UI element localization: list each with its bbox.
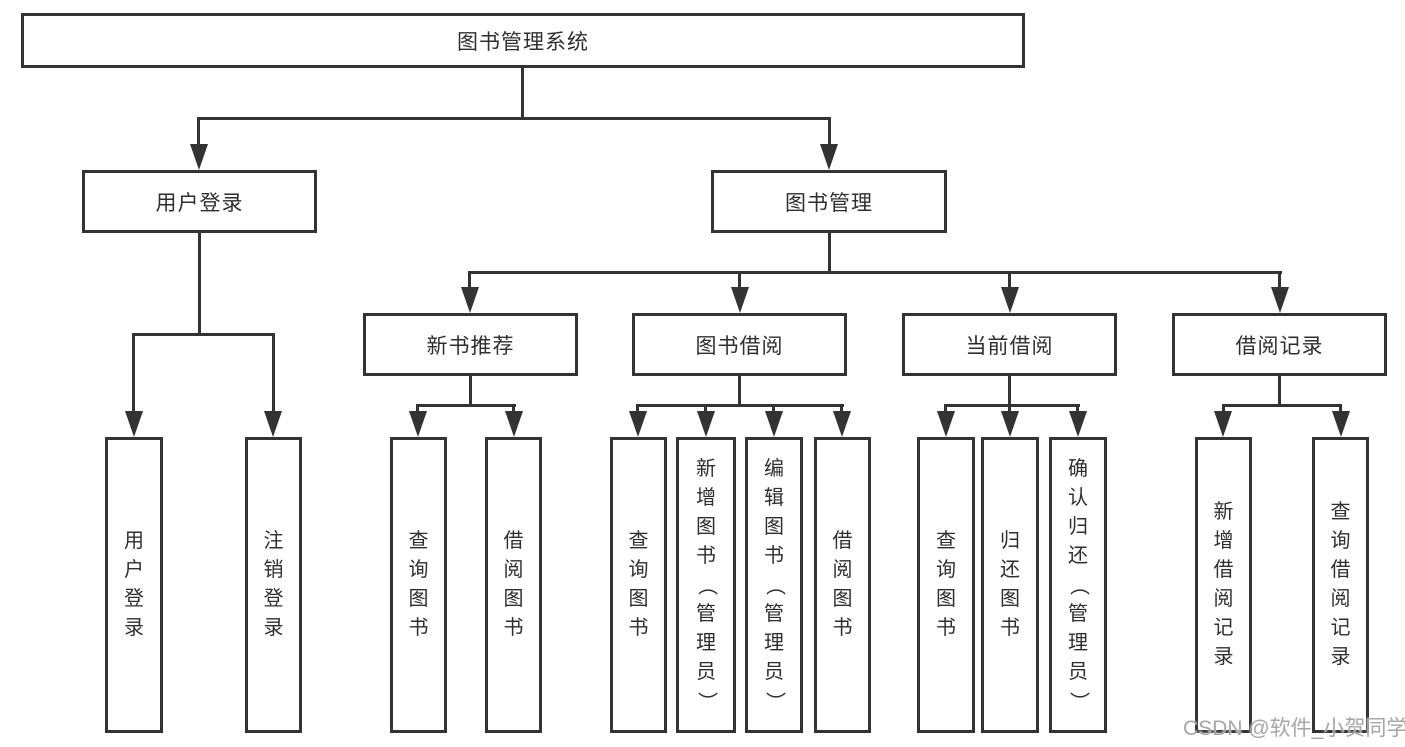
connector-line [1008, 271, 1011, 292]
leaf-query-books-recommend: 查询图书 [390, 437, 447, 733]
connector-line [197, 117, 200, 150]
connector-line [944, 404, 1080, 407]
connector-line [468, 271, 471, 292]
leaf-return-books-label: 归还图书 [1000, 530, 1020, 639]
connector-line [840, 404, 843, 416]
leaf-confirm-return-admin-label: 确认归还（管理员） [1067, 457, 1090, 712]
arrow-down-icon [697, 411, 715, 437]
leaf-confirm-return-admin: 确认归还（管理员） [1049, 437, 1107, 733]
connector-line [416, 404, 516, 407]
arrow-down-icon [1001, 287, 1019, 313]
arrow-down-icon [1069, 411, 1087, 437]
leaf-borrow-books-recommend-label: 借阅图书 [503, 530, 524, 639]
connector-line [468, 271, 1282, 274]
arrow-down-icon [629, 411, 647, 437]
leaf-user-login-label: 用户登录 [124, 530, 144, 639]
connector-line [272, 333, 275, 415]
node-new-book-recommend-label: 新书推荐 [426, 334, 515, 358]
arrow-down-icon [820, 144, 838, 170]
leaf-query-books-label: 查询图书 [628, 530, 649, 639]
connector-line [1278, 271, 1281, 292]
arrow-down-icon [937, 411, 955, 437]
connector-line [772, 404, 775, 416]
connector-line [469, 376, 472, 406]
leaf-return-books: 归还图书 [981, 437, 1039, 733]
connector-line [1222, 404, 1225, 416]
connector-line [197, 117, 831, 120]
connector-line [521, 68, 524, 120]
connector-line [1008, 376, 1011, 406]
arrow-down-icon [765, 411, 783, 437]
leaf-edit-books-admin-label: 编辑图书（管理员） [763, 457, 786, 712]
connector-line [416, 404, 419, 416]
connector-line [738, 271, 741, 292]
csdn-watermark: CSDN @软件_小贺同学 [1183, 717, 1405, 740]
arrow-down-icon [505, 411, 523, 437]
arrow-down-icon [409, 411, 427, 437]
node-book-management-label: 图书管理 [785, 191, 873, 215]
connector-line [1076, 404, 1079, 416]
leaf-query-books-recommend-label: 查询图书 [408, 530, 429, 639]
arrow-down-icon [1271, 287, 1289, 313]
node-user-login-label: 用户登录 [155, 191, 244, 215]
leaf-query-books-current: 查询图书 [917, 437, 975, 733]
connector-line [1278, 376, 1281, 406]
leaf-query-borrow-record-label: 查询借阅记录 [1330, 501, 1351, 668]
connector-line [132, 333, 135, 415]
connector-line [944, 404, 947, 416]
arrow-down-icon [264, 411, 282, 437]
arrow-down-icon [190, 144, 208, 170]
connector-line [704, 404, 707, 416]
arrow-down-icon [1332, 411, 1350, 437]
connector-line [1339, 404, 1342, 416]
node-user-login: 用户登录 [82, 170, 317, 233]
leaf-borrow-books: 借阅图书 [814, 437, 871, 733]
leaf-add-borrow-record-label: 新增借阅记录 [1213, 501, 1234, 668]
connector-line [512, 404, 515, 416]
leaf-logout: 注销登录 [245, 437, 302, 733]
arrow-down-icon [833, 411, 851, 437]
connector-line [636, 404, 639, 416]
leaf-borrow-books-recommend: 借阅图书 [485, 437, 542, 733]
node-book-management: 图书管理 [711, 170, 947, 233]
connector-line [828, 233, 831, 274]
node-borrow-records-label: 借阅记录 [1235, 334, 1324, 358]
leaf-borrow-books-label: 借阅图书 [832, 530, 853, 639]
leaf-add-books-admin-label: 新增图书（管理员） [695, 457, 718, 712]
leaf-logout-label: 注销登录 [263, 530, 284, 639]
connector-line [198, 233, 201, 335]
connector-line [1008, 404, 1011, 416]
connector-line [636, 404, 844, 407]
node-current-borrow: 当前借阅 [902, 313, 1117, 376]
node-book-borrow-label: 图书借阅 [695, 334, 784, 358]
leaf-query-books: 查询图书 [610, 437, 667, 733]
node-borrow-records: 借阅记录 [1172, 313, 1387, 376]
node-new-book-recommend: 新书推荐 [363, 313, 578, 376]
node-root-label: 图书管理系统 [457, 30, 589, 54]
leaf-edit-books-admin: 编辑图书（管理员） [745, 437, 803, 733]
leaf-add-borrow-record: 新增借阅记录 [1195, 437, 1252, 733]
node-book-borrow: 图书借阅 [632, 313, 847, 376]
connector-line [828, 117, 831, 150]
arrow-down-icon [1214, 411, 1232, 437]
connector-line [738, 376, 741, 406]
leaf-user-login: 用户登录 [105, 437, 163, 733]
arrow-down-icon [461, 287, 479, 313]
arrow-down-icon [125, 411, 143, 437]
connector-line [132, 333, 275, 336]
connector-line [1222, 404, 1342, 407]
leaf-query-books-current-label: 查询图书 [936, 530, 956, 639]
arrow-down-icon [1001, 411, 1019, 437]
node-root: 图书管理系统 [21, 13, 1025, 68]
leaf-add-books-admin: 新增图书（管理员） [676, 437, 736, 733]
node-current-borrow-label: 当前借阅 [965, 334, 1054, 358]
leaf-query-borrow-record: 查询借阅记录 [1312, 437, 1369, 733]
arrow-down-icon [731, 287, 749, 313]
